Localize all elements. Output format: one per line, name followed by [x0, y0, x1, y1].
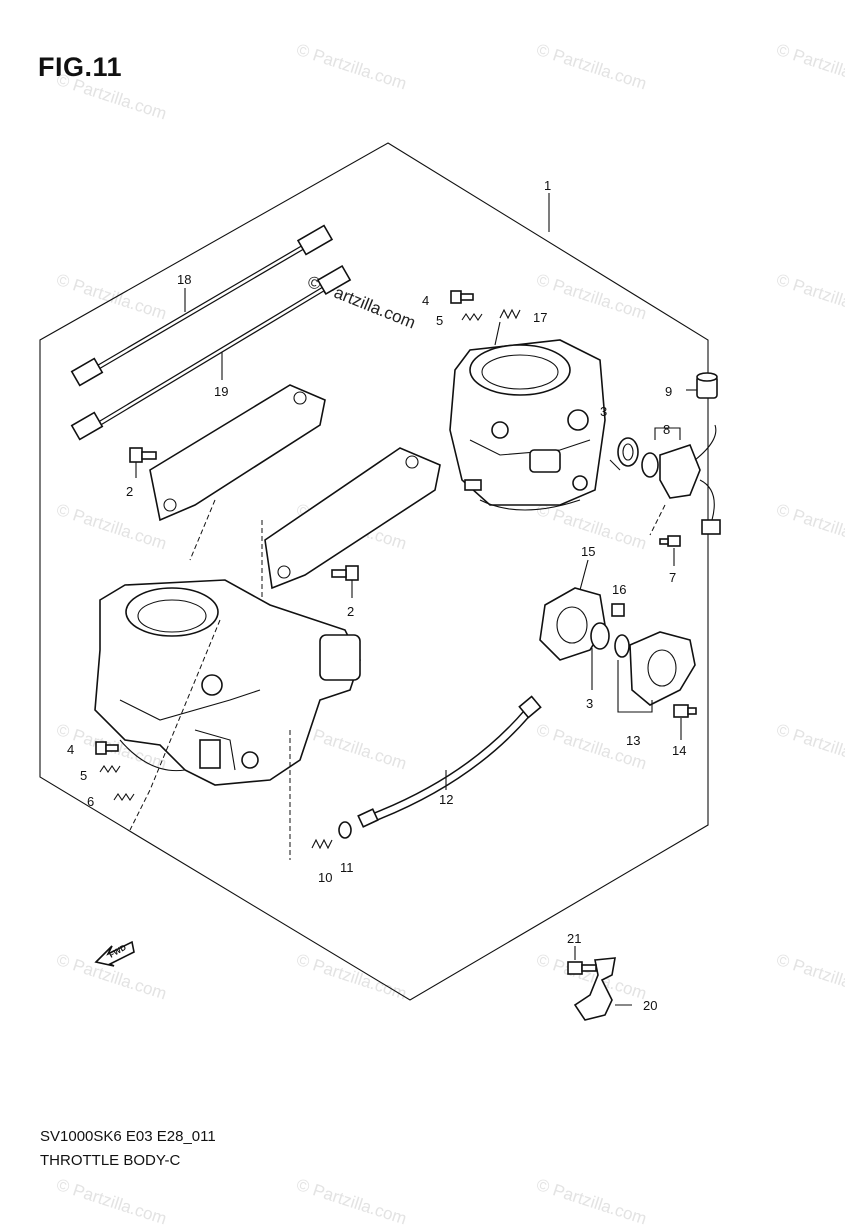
- rod-19: [70, 264, 352, 441]
- cap-9: [696, 372, 718, 399]
- callout: 4: [67, 742, 74, 757]
- callout: 13: [626, 733, 640, 748]
- callout: 4: [422, 293, 429, 308]
- figure-title: FIG.11: [38, 52, 123, 82]
- assembly-boundary: [39, 142, 709, 1001]
- fwd-arrow-icon: FWD: [94, 940, 135, 967]
- washer-11: [338, 821, 352, 839]
- parts-diagram: FIG.11 © Partzilla.com © Partzilla.com ©…: [38, 40, 845, 1228]
- diagram-name: THROTTLE BODY-C: [40, 1152, 181, 1169]
- callout: 8: [663, 422, 670, 437]
- callout: 18: [177, 272, 191, 287]
- callout: 12: [439, 792, 453, 807]
- seal: [641, 452, 659, 478]
- bracket-upper: [149, 384, 326, 522]
- screw-4b: [95, 741, 119, 755]
- callout: 21: [567, 931, 581, 946]
- spring-6: [113, 793, 135, 801]
- dashed-guide: [649, 504, 666, 536]
- callout: 17: [533, 310, 547, 325]
- callout: 19: [214, 384, 228, 399]
- leader-line: [609, 459, 621, 471]
- throttle-body-rear: [449, 339, 606, 511]
- diagram-code: SV1000SK6 E03 E28_011: [40, 1128, 216, 1145]
- o-ring-3b: [590, 622, 610, 650]
- callout: 16: [612, 582, 626, 597]
- screw-16: [611, 603, 625, 617]
- callout: 3: [586, 696, 593, 711]
- callout: 3: [600, 404, 607, 419]
- screw-14: [673, 704, 697, 718]
- bracket-lower: [264, 447, 441, 590]
- callout: 5: [80, 768, 87, 783]
- callout: 1: [544, 178, 551, 193]
- callout: 20: [643, 998, 657, 1013]
- callout: 14: [672, 743, 686, 758]
- callout: 15: [581, 544, 595, 559]
- spring-10: [311, 838, 333, 850]
- exploded-view-drawing: FWD 1 18 19 4 5 17 9 3 8 2 7 2 15 16 3 1…: [39, 142, 721, 1021]
- callout: 6: [87, 794, 94, 809]
- hose-12: [357, 695, 542, 828]
- gasket-15: [539, 587, 606, 661]
- bolt-21: [567, 961, 597, 975]
- o-ring-3a-inner: [622, 443, 634, 461]
- o-ring-3a: [617, 437, 639, 467]
- dashed-guide: [189, 499, 216, 561]
- callout: 2: [347, 604, 354, 619]
- bracket-leader-8: [654, 427, 681, 440]
- clamp-20: [573, 957, 616, 1021]
- spring-5a: [461, 313, 483, 321]
- callout: 5: [436, 313, 443, 328]
- spring-17: [499, 308, 521, 320]
- leader-line: [579, 559, 589, 591]
- callout: 9: [665, 384, 672, 399]
- bracket-leader-13: [617, 660, 653, 713]
- screw-7: [659, 535, 681, 547]
- rod-18: [70, 224, 334, 387]
- screw-2a: [129, 447, 157, 463]
- screw-4a: [450, 290, 474, 304]
- seal-lower: [614, 634, 630, 658]
- callout: 2: [126, 484, 133, 499]
- leader-line: [494, 321, 501, 346]
- callout: 7: [669, 570, 676, 585]
- sensor-13: [629, 631, 696, 706]
- spring-5b: [99, 765, 121, 773]
- callout: 11: [340, 860, 354, 875]
- sensor-8: [659, 424, 721, 535]
- callout: 10: [318, 870, 332, 885]
- throttle-body-front: [94, 579, 361, 786]
- screw-2b: [331, 565, 359, 581]
